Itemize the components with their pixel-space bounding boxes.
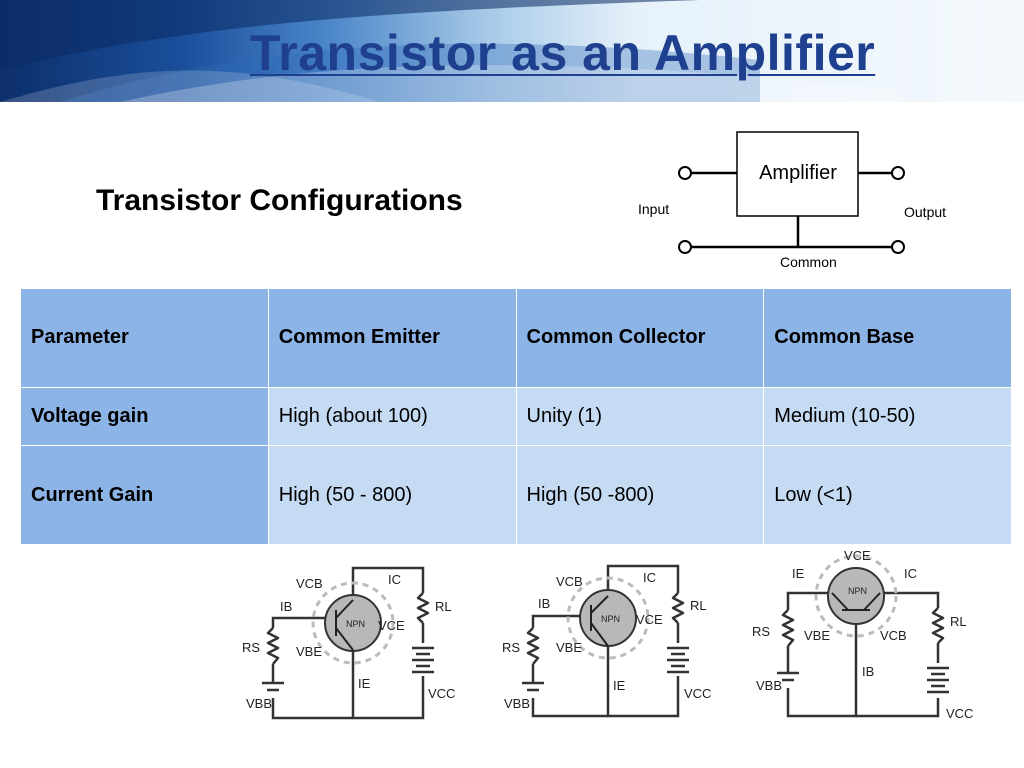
circuit-label: RS [242, 640, 260, 655]
transistor-label: NPN [848, 586, 867, 596]
table-cell: Medium (10-50) [763, 386, 1012, 447]
circuit-label: VCE [378, 618, 405, 633]
circuit-label: VCC [428, 686, 455, 701]
circuit-label: IE [792, 566, 805, 581]
circuit-label: IC [904, 566, 917, 581]
transistor-configurations-table: Parameter Common Emitter Common Collecto… [20, 288, 1012, 545]
table-row: Current Gain High (50 - 800) High (50 -8… [20, 445, 1012, 545]
transistor-label: NPN [346, 619, 365, 629]
circuit-label: IE [358, 676, 371, 691]
circuit-label: RS [502, 640, 520, 655]
table-cell: High (about 100) [267, 386, 517, 447]
circuit-label: VCB [296, 576, 323, 591]
npn-transistor-icon [827, 567, 885, 625]
input-terminal-icon [678, 166, 692, 180]
common-collector-circuit: NPN VCB IB VCE RS VBE IE IC RL VBB VCC [502, 564, 711, 718]
table-cell: High (50 -800) [515, 445, 765, 545]
common-emitter-circuit: NPN VCB IB VCE RS VBE IE IC RL VBB VCC [242, 566, 455, 720]
circuit-label: RL [435, 599, 452, 614]
common-base-circuit: NPN VCE IE IC RS VBE VCB IB RL VBB VCC [752, 548, 973, 721]
table-cell: Low (<1) [763, 445, 1012, 545]
circuit-label: IE [613, 678, 626, 693]
row-label: Voltage gain [20, 386, 269, 447]
amplifier-box-label: Amplifier [759, 162, 837, 184]
circuit-label: RL [690, 598, 707, 613]
table-cell: Unity (1) [515, 386, 765, 447]
table-header-cell: Common Base [763, 288, 1012, 388]
header-swoosh-decoration [0, 0, 900, 102]
circuit-label: RS [752, 624, 770, 639]
circuit-label: VCB [880, 628, 907, 643]
circuit-label: RL [950, 614, 967, 629]
circuit-label: IB [862, 664, 874, 679]
table-row: Voltage gain High (about 100) Unity (1) … [20, 386, 1012, 447]
circuit-label: IB [538, 596, 550, 611]
output-label: Output [904, 204, 946, 220]
table-cell: High (50 - 800) [267, 445, 517, 545]
circuit-label: VBB [246, 696, 272, 711]
circuit-label: IC [643, 570, 656, 585]
circuit-label: VCC [684, 686, 711, 701]
output-common-terminal-icon [891, 240, 905, 254]
input-common-terminal-icon [678, 240, 692, 254]
input-label: Input [638, 201, 669, 217]
circuit-label: VCE [636, 612, 663, 627]
table-header-cell: Common Collector [515, 288, 765, 388]
circuit-label: VBE [296, 644, 322, 659]
circuit-label: IC [388, 572, 401, 587]
circuit-label: VBE [556, 640, 582, 655]
transistor-label: NPN [601, 614, 620, 624]
amplifier-block-diagram: Amplifier Input Output Common [638, 131, 946, 270]
table-header-cell: Common Emitter [267, 288, 517, 388]
output-terminal-icon [891, 166, 905, 180]
circuit-label: VCB [556, 574, 583, 589]
table-header-row: Parameter Common Emitter Common Collecto… [20, 288, 1012, 388]
circuit-label: VBE [804, 628, 830, 643]
slide-title: Transistor as an Amplifier [250, 25, 876, 81]
table-header-cell: Parameter [20, 288, 269, 388]
amplifier-box [736, 131, 859, 217]
circuit-label: VBB [504, 696, 530, 711]
npn-transistor-icon [324, 594, 382, 652]
header-banner [0, 0, 1024, 102]
circuit-label: VBB [756, 678, 782, 693]
circuit-label: VCC [946, 706, 973, 721]
common-label: Common [780, 254, 837, 270]
circuit-label: IB [280, 599, 292, 614]
row-label: Current Gain [20, 445, 269, 545]
section-subtitle: Transistor Configurations [96, 184, 463, 217]
circuit-label: VCE [844, 548, 871, 563]
